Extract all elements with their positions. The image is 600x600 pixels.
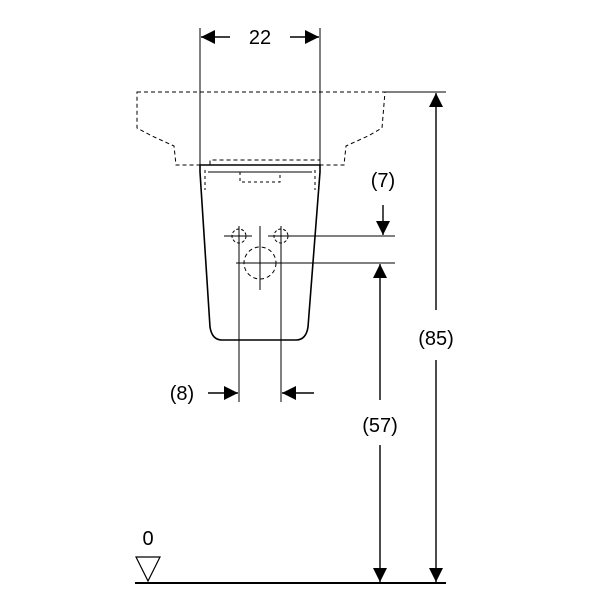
pedestal-outline [199,164,321,341]
basin-outline [136,91,386,166]
supply-valve-right [268,228,296,244]
dim-label-8: (8) [170,383,194,405]
dim-label-22: 22 [249,27,271,49]
level-marker-label: 0 [142,528,153,550]
pedestal-recess [239,172,281,183]
dim-label-57: (57) [362,415,398,437]
drain-outlet [236,226,292,290]
dim-label-85: (85) [418,328,454,350]
dim-label-7: (7) [371,170,395,192]
level-marker-triangle [135,556,161,583]
supply-valve-left [224,228,252,244]
